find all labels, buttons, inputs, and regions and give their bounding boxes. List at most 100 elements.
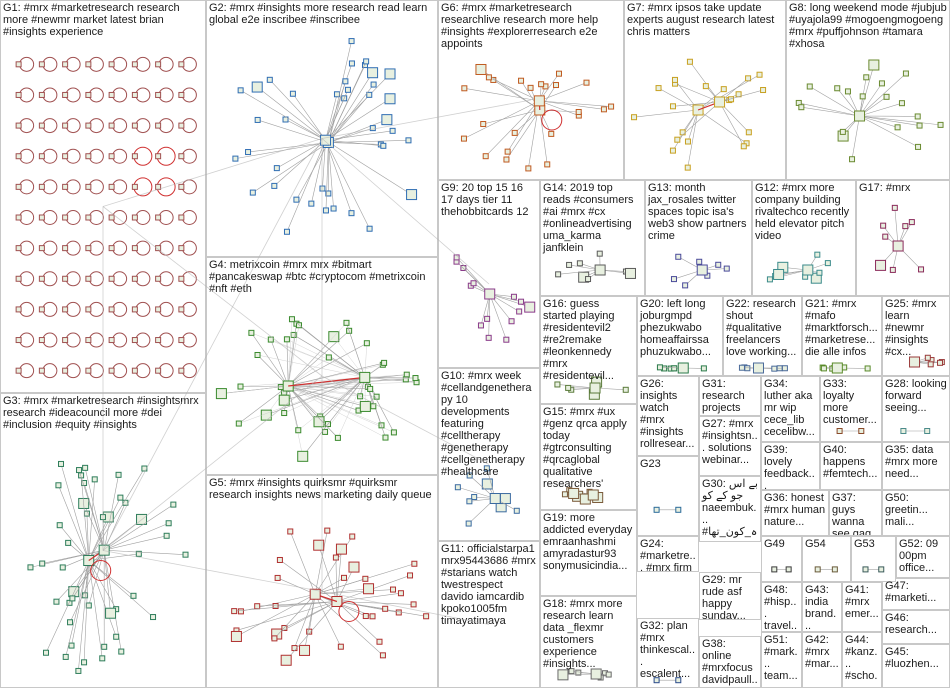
graph-node xyxy=(344,86,351,93)
graph-node xyxy=(85,245,92,252)
graph-node xyxy=(810,272,822,284)
graph-node xyxy=(363,340,370,347)
graph-node xyxy=(85,153,92,160)
graph-node xyxy=(295,427,302,434)
graph-node xyxy=(273,165,280,172)
graph-node xyxy=(891,204,898,211)
graph-node xyxy=(785,566,792,573)
group-graph-g28 xyxy=(900,428,931,434)
graph-edge xyxy=(69,550,105,623)
graph-node xyxy=(820,365,827,372)
group-cell-g53: G53 xyxy=(851,536,896,582)
self-loop xyxy=(181,179,197,195)
graph-node xyxy=(335,543,347,555)
self-loop xyxy=(112,56,128,72)
self-loop xyxy=(42,301,58,317)
group-label-g2: G2: #mrx #insights more research read le… xyxy=(209,2,428,26)
group-graph-g23 xyxy=(653,506,682,513)
graph-node xyxy=(260,409,272,421)
graph-edge xyxy=(346,322,366,378)
self-loop xyxy=(135,56,151,72)
graph-node xyxy=(892,240,904,252)
graph-edge xyxy=(276,139,326,169)
graph-node xyxy=(814,251,821,258)
graph-node xyxy=(802,264,814,276)
graph-edge xyxy=(270,339,289,387)
graph-edge xyxy=(859,115,920,126)
group-cell-g49: G49 xyxy=(761,536,802,582)
graph-node xyxy=(38,367,45,374)
graph-node xyxy=(178,367,185,374)
graph-node xyxy=(108,337,115,344)
graph-node xyxy=(85,183,92,190)
self-loop xyxy=(42,332,58,348)
group-graph-g16 xyxy=(554,376,629,400)
group-cell-g19: G19: more addicted everyday emraanhashmi… xyxy=(540,510,637,596)
graph-node xyxy=(366,225,373,232)
graph-node xyxy=(384,93,396,105)
group-label-g11: G11: officialstarpa1 mrx95443686 #mrx #s… xyxy=(441,543,536,627)
group-graph-g10 xyxy=(454,465,520,527)
self-loop xyxy=(135,87,151,103)
graph-node xyxy=(669,103,676,110)
group-label-g24: G24: #marketre... #mrx firm buys hires n… xyxy=(640,538,696,572)
graph-edge xyxy=(274,594,316,639)
group-cell-g41: G41: #mrx emer... xyxy=(842,582,882,632)
graph-node xyxy=(675,253,682,260)
graph-node xyxy=(288,316,295,323)
graph-node xyxy=(423,613,430,620)
graph-node xyxy=(38,153,45,160)
graph-node xyxy=(608,103,615,110)
graph-edge xyxy=(65,560,90,657)
group-cell-g34: G34: luther aka mr wip cece_lib cecelibw… xyxy=(761,376,820,442)
graph-node xyxy=(503,336,510,343)
group-graph-g22 xyxy=(738,362,788,374)
graph-node xyxy=(696,264,708,276)
group-cell-g18: G18: #mrx more research learn data _flex… xyxy=(540,596,637,688)
self-loop xyxy=(88,332,104,348)
graph-node xyxy=(291,645,298,652)
self-loop xyxy=(19,118,35,134)
group-cell-g13: G13: month jax_rosales twitter spaces to… xyxy=(645,180,752,296)
graph-edge xyxy=(719,89,764,103)
graph-node xyxy=(379,652,386,659)
graph-node xyxy=(99,655,106,662)
graph-edge xyxy=(287,330,350,387)
group-label-g19: G19: more addicted everyday emraanhashmi… xyxy=(543,512,633,572)
graph-edge xyxy=(104,549,186,555)
graph-node xyxy=(82,464,89,471)
self-loop xyxy=(181,56,197,72)
graph-node xyxy=(544,161,551,168)
group-cell-g9: G9: 20 top 15 16 17 days tier 11 thehobb… xyxy=(438,180,540,368)
graph-node xyxy=(67,619,74,626)
graph-node xyxy=(854,110,866,122)
graph-edge xyxy=(304,594,316,651)
graph-edge xyxy=(236,601,337,631)
group-cell-g40: G40: happens #femtech... xyxy=(820,442,882,490)
graph-node xyxy=(367,385,374,392)
graph-node xyxy=(863,74,870,81)
graph-node xyxy=(878,566,885,573)
group-graph-g14 xyxy=(555,250,636,283)
graph-node xyxy=(237,383,244,390)
graph-edge xyxy=(274,139,326,187)
graph-edge xyxy=(83,503,105,551)
graph-edge xyxy=(539,82,587,102)
graph-node xyxy=(348,60,355,67)
graph-node xyxy=(518,298,525,305)
group-graph-g17 xyxy=(875,204,925,273)
graph-node xyxy=(909,356,921,368)
group-cell-g3: G3: #mrx #marketresearch #insightsmrx re… xyxy=(0,393,206,688)
self-loop xyxy=(88,87,104,103)
graph-node xyxy=(283,228,290,235)
graph-node xyxy=(15,183,22,190)
graph-node xyxy=(91,476,98,483)
self-loop xyxy=(112,301,128,317)
graph-node xyxy=(62,306,69,313)
graph-node xyxy=(62,245,69,252)
graph-node xyxy=(900,428,907,434)
graph-node xyxy=(878,80,885,87)
group-label-g20: G20: left long joburgmpd phezukwabo home… xyxy=(640,298,711,358)
graph-node xyxy=(538,81,545,88)
graph-edge xyxy=(84,467,105,551)
